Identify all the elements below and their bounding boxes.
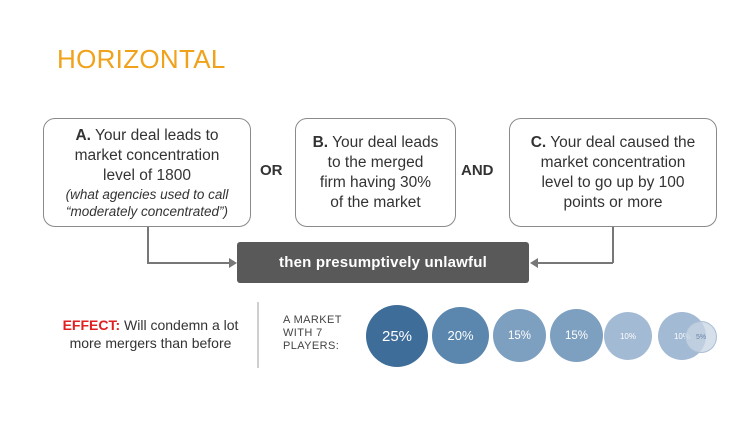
market-label-line1: A MARKET <box>283 314 342 326</box>
condition-a-box: A. Your deal leads to market concentrati… <box>43 118 251 227</box>
condition-c-box: C. Your deal caused the market concentra… <box>509 118 717 227</box>
effect-note: EFFECT: Will condemn a lot more mergers … <box>53 316 248 352</box>
condition-c-text2: market concentration <box>540 153 686 171</box>
market-bubble-3: 15% <box>493 309 546 362</box>
condition-a-note2: “moderately concentrated”) <box>65 203 229 219</box>
condition-b-text4: of the market <box>330 193 421 211</box>
effect-key: EFFECT: <box>62 317 121 333</box>
market-bubble-1: 25% <box>366 305 428 367</box>
condition-c-text4: points or more <box>563 193 663 211</box>
condition-b-text3: firm having 30% <box>319 173 432 191</box>
section-divider <box>257 302 259 368</box>
condition-c-text1: Your deal caused the <box>550 133 696 151</box>
result-banner: then presumptively unlawful <box>237 242 529 283</box>
bubble-share-5: 10% <box>619 331 636 341</box>
market-bubble-4: 15% <box>550 309 603 362</box>
page-title: HORIZONTAL <box>57 44 226 74</box>
condition-b-text2: to the merged <box>327 153 424 171</box>
effect-text2: more mergers than before <box>69 335 232 351</box>
condition-c-lead: C. <box>530 133 547 151</box>
condition-a-line1: A. Your deal leads to <box>75 126 218 146</box>
market-label-line3: PLAYERS: <box>283 340 340 352</box>
condition-a-text3: level of 1800 <box>103 166 191 184</box>
market-bubble-2: 20% <box>432 307 489 364</box>
left-wire-horizontal <box>147 262 229 264</box>
market-bubble-7: 5% <box>685 321 717 353</box>
market-label: A MARKET WITH 7 PLAYERS: <box>283 314 342 353</box>
condition-a-text2: market concentration <box>74 146 220 164</box>
market-label-line2: WITH 7 <box>283 327 323 339</box>
condition-b-text1: Your deal leads <box>332 133 439 151</box>
condition-b-box: B. Your deal leads to the merged firm ha… <box>295 118 456 227</box>
bubble-share-1: 25% <box>381 327 413 345</box>
effect-text1: Will condemn a lot <box>124 317 239 333</box>
or-connector: OR <box>260 162 283 179</box>
condition-a-text1: Your deal leads to <box>95 126 219 144</box>
condition-b-line1: B. Your deal leads <box>313 133 439 153</box>
left-arrow-head-icon <box>229 258 237 268</box>
bubble-share-3: 15% <box>507 329 532 342</box>
bubble-share-7: 5% <box>695 333 707 341</box>
right-wire-horizontal <box>538 262 613 264</box>
and-connector: AND <box>461 162 494 179</box>
effect-line1: EFFECT: Will condemn a lot <box>53 316 248 334</box>
market-bubble-5: 10% <box>604 312 652 360</box>
right-arrow-head-icon <box>530 258 538 268</box>
right-wire-vertical <box>612 227 614 263</box>
condition-a-note1: (what agencies used to call <box>65 186 229 202</box>
bubble-share-6: 10% <box>673 331 690 341</box>
bubble-share-4: 15% <box>564 329 589 342</box>
bubble-share-2: 20% <box>447 328 474 343</box>
condition-a-lead: A. <box>75 126 91 144</box>
condition-c-line1: C. Your deal caused the <box>531 133 696 153</box>
condition-c-text3: level to go up by 100 <box>541 173 685 191</box>
condition-b-lead: B. <box>312 133 329 151</box>
left-wire-vertical <box>147 227 149 263</box>
